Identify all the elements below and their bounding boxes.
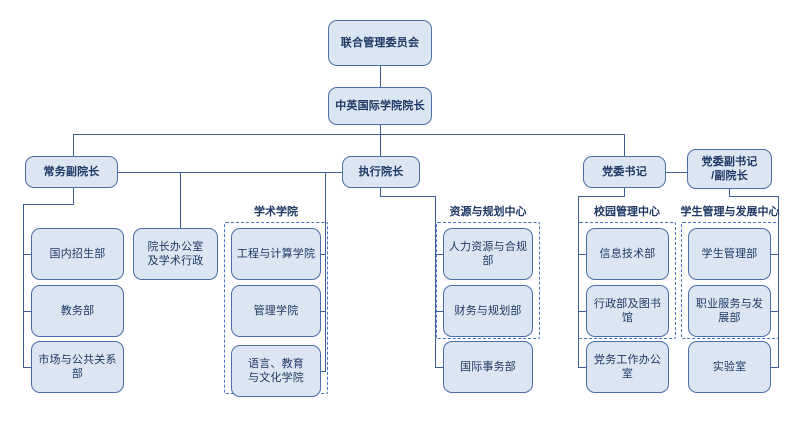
connector-vicedean-to-execdean xyxy=(118,172,342,173)
node-hr-compliance[interactable]: 人力资源与合规部 xyxy=(443,228,533,280)
node-party-secretary[interactable]: 党委书记 xyxy=(583,156,666,188)
node-executive-vice-dean[interactable]: 常务副院长 xyxy=(25,156,118,188)
connector-campus-stub-2 xyxy=(578,311,586,312)
node-school-management[interactable]: 管理学院 xyxy=(231,285,321,337)
connector-vicedean-elbow xyxy=(23,204,74,205)
connector-left-stub-3 xyxy=(23,367,31,368)
connector-bus-to-vicedean xyxy=(73,134,74,156)
connector-left-stub-2 xyxy=(23,311,31,312)
connector-student-stub-2 xyxy=(771,311,779,312)
node-domestic-admissions[interactable]: 国内招生部 xyxy=(31,228,124,280)
node-marketing-pr[interactable]: 市场与公共关系部 xyxy=(31,341,124,393)
connector-student-stub-3 xyxy=(771,367,779,368)
connector-main-bus xyxy=(73,134,625,135)
connector-student-stub-1 xyxy=(771,254,779,255)
connector-admin-office-drop xyxy=(180,172,181,228)
connector-execdean-down xyxy=(380,188,381,196)
node-career-services-development[interactable]: 职业服务与发展部 xyxy=(688,285,771,337)
connector-campus-elbow xyxy=(578,196,625,197)
connector-student-spine xyxy=(778,196,779,367)
group-box-resource-planning xyxy=(436,222,540,339)
node-deans-office-line2: 及学术行政 xyxy=(147,255,204,267)
connector-committee-to-dean xyxy=(380,66,381,90)
connector-resource-stub-2 xyxy=(435,311,443,312)
node-student-management[interactable]: 学生管理部 xyxy=(688,228,771,280)
connector-resource-spine xyxy=(435,196,436,367)
connector-bus-to-partysec xyxy=(624,134,625,156)
node-deputy-party-secretary-line1: 党委副书记 xyxy=(701,156,758,168)
connector-campus-stub-1 xyxy=(578,254,586,255)
node-administration-library[interactable]: 行政部及图书馆 xyxy=(586,285,669,337)
connector-dean-down xyxy=(380,125,381,135)
connector-deputy-down xyxy=(729,188,730,196)
node-finance-planning[interactable]: 财务与规划部 xyxy=(443,285,533,337)
connector-left-spine xyxy=(23,204,24,367)
connector-academic-stub-1 xyxy=(318,254,326,255)
connector-student-elbow xyxy=(729,196,779,197)
connector-vicedean-down xyxy=(73,188,74,204)
connector-resource-stub-1 xyxy=(435,254,443,255)
node-school-lec-line2: 与文化学院 xyxy=(248,372,304,384)
node-information-technology[interactable]: 信息技术部 xyxy=(586,228,669,280)
connector-resource-stub-3 xyxy=(435,367,443,368)
node-sino-british-college-dean[interactable]: 中英国际学院院长 xyxy=(328,87,432,125)
node-joint-management-committee[interactable]: 联合管理委员会 xyxy=(328,20,432,66)
node-deputy-party-secretary[interactable]: 党委副书记 /副院长 xyxy=(687,149,772,189)
connector-partysec-to-deputy xyxy=(666,172,687,173)
node-deans-office-academic-admin[interactable]: 院长办公室 及学术行政 xyxy=(133,228,218,280)
node-party-affairs-office[interactable]: 党务工作办公室 xyxy=(586,341,669,393)
group-label-resource-planning: 资源与规划中心 xyxy=(449,206,527,218)
connector-academic-stub-2 xyxy=(318,311,326,312)
connector-academic-stub-3 xyxy=(318,371,326,372)
connector-campus-spine xyxy=(578,196,579,367)
node-school-engineering-computing[interactable]: 工程与计算学院 xyxy=(231,228,321,280)
node-academic-affairs[interactable]: 教务部 xyxy=(31,285,124,337)
connector-campus-stub-3 xyxy=(578,367,586,368)
connector-resource-elbow xyxy=(380,196,436,197)
node-laboratory[interactable]: 实验室 xyxy=(688,341,771,393)
group-label-academic-schools: 学术学院 xyxy=(254,206,298,218)
node-international-affairs[interactable]: 国际事务部 xyxy=(443,341,533,393)
node-executive-dean[interactable]: 执行院长 xyxy=(342,156,420,188)
connector-academic-spine xyxy=(325,172,326,372)
node-school-languages-education-culture[interactable]: 语言、教育 与文化学院 xyxy=(231,345,321,397)
connector-partysec-down xyxy=(624,188,625,196)
node-deans-office-line1: 院长办公室 xyxy=(147,241,204,253)
connector-left-stub-1 xyxy=(23,254,31,255)
group-label-student-development: 学生管理与发展中心 xyxy=(680,206,780,218)
group-label-campus-management: 校园管理中心 xyxy=(594,206,660,218)
node-school-lec-line1: 语言、教育 xyxy=(248,358,304,370)
node-deputy-party-secretary-line2: /副院长 xyxy=(711,170,748,182)
connector-bus-to-execdean xyxy=(380,134,381,156)
